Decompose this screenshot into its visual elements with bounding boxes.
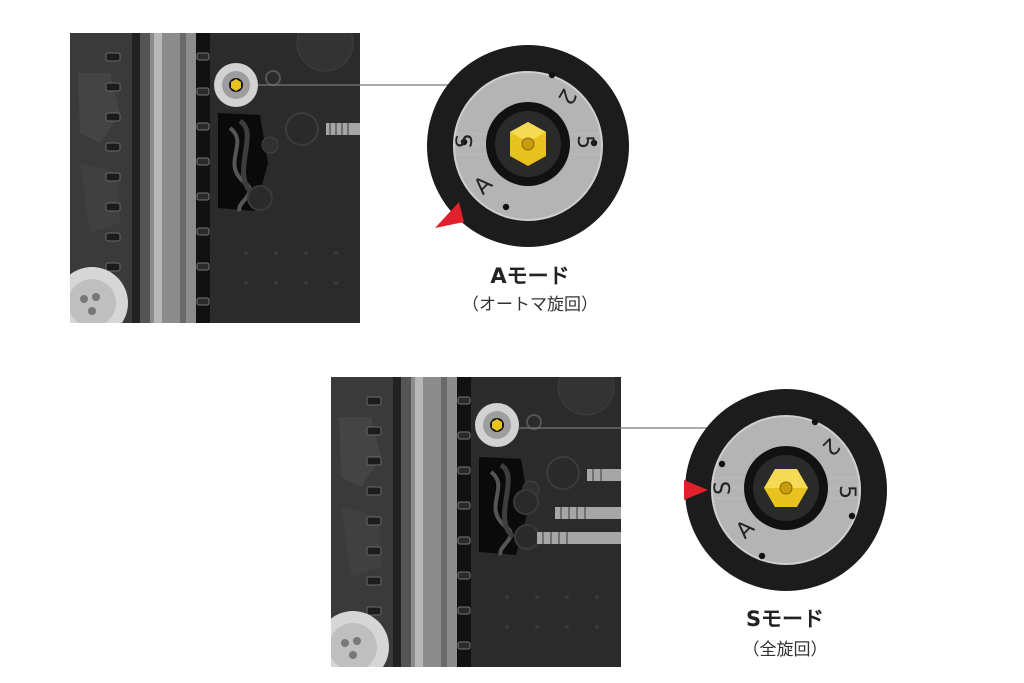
mode-s-dial-closeup: 2 5 S A xyxy=(684,388,888,592)
dial-label-5: 5 xyxy=(834,485,859,499)
mode-a-pointer-icon xyxy=(435,202,464,228)
mode-s-pointer-icon xyxy=(684,480,708,500)
dial-label-s: S xyxy=(453,134,478,148)
mode-a-subtitle: （オートマ旋回） xyxy=(462,295,598,315)
dial-label-5: 5 xyxy=(572,135,597,149)
mode-a-machine-photo xyxy=(70,33,360,323)
mode-s-machine-photo xyxy=(331,377,621,667)
mode-a-title: Aモード xyxy=(490,264,570,288)
dial-label-s: S xyxy=(711,481,736,495)
mode-s-subtitle: （全旋回） xyxy=(742,640,828,660)
mode-a-dial-closeup: 2 5 S A xyxy=(426,44,630,248)
mode-s-title: Sモード xyxy=(745,607,825,631)
